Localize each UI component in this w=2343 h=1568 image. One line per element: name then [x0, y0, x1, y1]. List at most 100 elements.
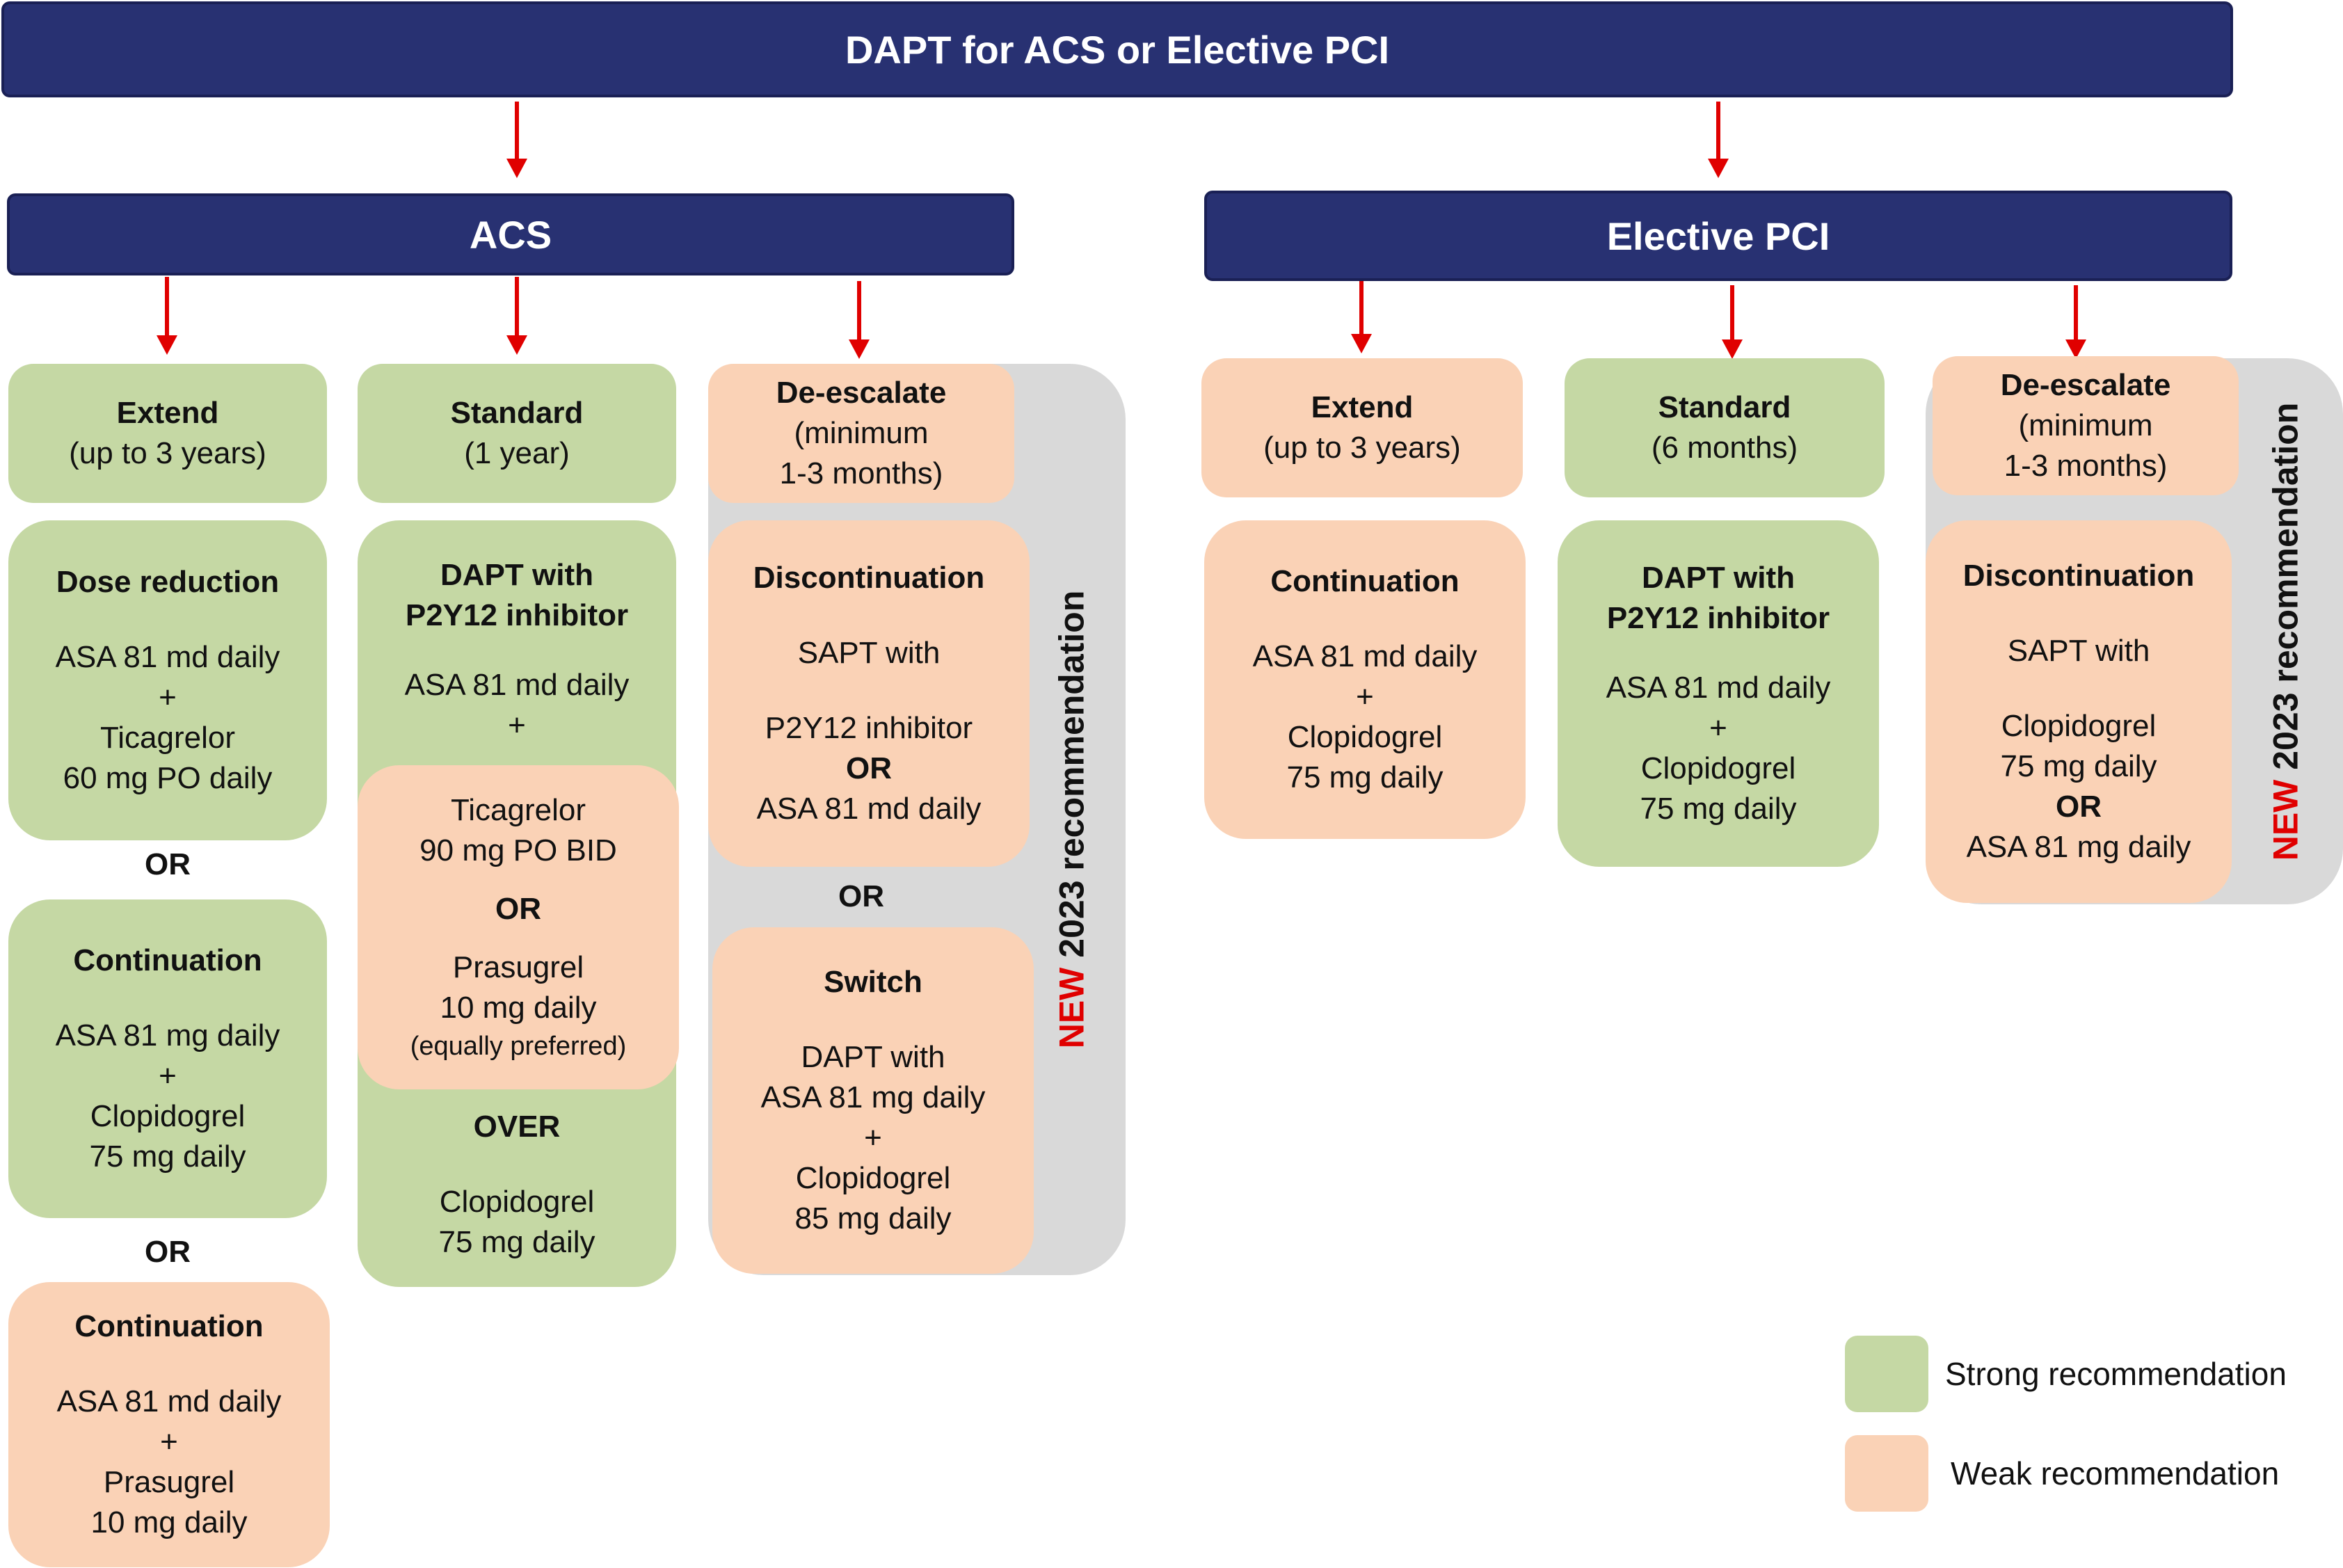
acs-continuation2-heading: Continuation [74, 1309, 264, 1343]
acs-discontinuation-line1: SAPT with [797, 636, 941, 670]
pci-continuation-box: Continuation ASA 81 md daily + Clopidogr… [1204, 520, 1526, 839]
acs-continuation-clopidogrel-box: Continuation ASA 81 mg daily + Clopidogr… [8, 899, 327, 1218]
pci-deescalate-heading: De-escalate [2000, 368, 2171, 402]
acs-extend-box: Extend (up to 3 years) [8, 364, 327, 503]
arrow-title-to-pci [1708, 102, 1729, 178]
arrow-pci-to-extend [1351, 281, 1372, 353]
acs-continuation1-heading: Continuation [73, 943, 262, 977]
pci-continuation-plus: + [1356, 680, 1374, 714]
pci-continuation-line3: 75 mg daily [1286, 760, 1444, 794]
pci-extend-sub: (up to 3 years) [1263, 431, 1461, 465]
acs-rec-label: 2023 recommendation [1052, 590, 1091, 958]
main-title: DAPT for ACS or Elective PCI [1, 1, 2233, 97]
acs-extend-or-2: OR [145, 1235, 191, 1269]
pci-dapt-p2y12-box: DAPT with P2Y12 inhibitor ASA 81 md dail… [1558, 520, 1879, 867]
pci-standard-box: Standard (6 months) [1565, 358, 1885, 497]
acs-dose-reduction-line2: Ticagrelor [100, 721, 235, 755]
acs-inner-line4: 10 mg daily [440, 991, 597, 1025]
acs-inner-line3: Prasugrel [452, 950, 584, 984]
pci-rec-label: 2023 recommendation [2266, 402, 2305, 770]
pci-continuation-line1: ASA 81 md daily [1252, 639, 1478, 673]
acs-dapt-clop2: 75 mg daily [438, 1225, 595, 1259]
pci-discontinuation-line2: Clopidogrel [2001, 709, 2157, 743]
pci-extend-heading: Extend [1311, 390, 1414, 424]
acs-switch-line4: 85 mg daily [794, 1201, 952, 1235]
pci-deescalate-sub2: 1-3 months) [2004, 449, 2168, 483]
acs-dose-reduction-heading: Dose reduction [56, 565, 280, 599]
acs-continuation2-line3: 10 mg daily [90, 1505, 248, 1539]
acs-standard-sub: (1 year) [464, 436, 570, 470]
acs-deescalate-sub2: 1-3 months) [779, 456, 943, 490]
acs-discontinuation-heading: Discontinuation [753, 561, 985, 595]
pci-discontinuation-box: Discontinuation SAPT with Clopidogrel 75… [1926, 520, 2232, 903]
acs-deescalate-or: OR [838, 879, 884, 913]
pci-new-label: NEW [2266, 779, 2305, 861]
acs-header: ACS [7, 193, 1014, 275]
pci-dapt-line2: Clopidogrel [1640, 751, 1796, 785]
pci-dapt-line1: ASA 81 md daily [1606, 671, 1831, 705]
acs-deescalate-heading: De-escalate [776, 376, 947, 410]
pci-continuation-line2: Clopidogrel [1287, 720, 1443, 754]
acs-continuation2-plus: + [160, 1425, 178, 1459]
acs-switch-heading: Switch [824, 965, 922, 999]
acs-switch-line2: ASA 81 mg daily [760, 1080, 986, 1114]
acs-deescalate-box: De-escalate (minimum 1-3 months) [708, 364, 1014, 503]
pci-dapt-line3: 75 mg daily [1640, 792, 1797, 826]
acs-extend-sub: (up to 3 years) [69, 436, 266, 470]
acs-inner-or: OR [495, 892, 541, 926]
arrow-pci-to-deescalate [2065, 285, 2086, 359]
acs-continuation1-line1: ASA 81 mg daily [55, 1018, 280, 1053]
pci-standard-heading: Standard [1658, 390, 1791, 424]
acs-inner-note: (equally preferred) [410, 1032, 627, 1061]
pci-dapt-plus: + [1709, 711, 1727, 745]
acs-deescalate-sub1: (minimum [794, 416, 929, 450]
acs-dapt-bottom-text: OVER Clopidogrel 75 mg daily [358, 1107, 676, 1263]
arrow-acs-to-standard [506, 277, 527, 355]
pci-extend-box: Extend (up to 3 years) [1201, 358, 1523, 497]
acs-continuation1-line2: Clopidogrel [90, 1099, 246, 1133]
acs-dapt-clop1: Clopidogrel [439, 1185, 595, 1219]
acs-dose-reduction-plus: + [159, 680, 177, 714]
pci-deescalate-sub1: (minimum [2018, 408, 2153, 442]
acs-discontinuation-line2: P2Y12 inhibitor [765, 711, 973, 745]
pci-discontinuation-line4: ASA 81 mg daily [1966, 830, 2191, 864]
acs-standard-box: Standard (1 year) [358, 364, 676, 503]
pci-discontinuation-or: OR [2056, 790, 2102, 824]
legend-strong-swatch [1845, 1336, 1928, 1412]
pci-discontinuation-line1: SAPT with [2007, 634, 2150, 668]
acs-switch-line3: Clopidogrel [795, 1161, 951, 1195]
acs-dapt-plus: + [508, 708, 526, 742]
pci-continuation-heading: Continuation [1270, 564, 1460, 598]
acs-continuation2-line2: Prasugrel [103, 1465, 235, 1499]
pci-header: Elective PCI [1204, 191, 2232, 281]
acs-inner-line1: Ticagrelor [451, 793, 586, 827]
acs-new-2023-recommendation-label: NEW 2023 recommendation [1037, 364, 1106, 1275]
arrow-acs-to-deescalate [849, 281, 870, 359]
pci-deescalate-box: De-escalate (minimum 1-3 months) [1933, 356, 2239, 495]
legend-weak-label: Weak recommendation [1951, 1455, 2280, 1491]
acs-inner-line2: 90 mg PO BID [419, 833, 617, 867]
acs-dapt-top-text: DAPT with P2Y12 inhibitor ASA 81 md dail… [358, 555, 676, 746]
acs-extend-or-1: OR [145, 847, 191, 881]
acs-new-label: NEW [1052, 967, 1091, 1049]
pci-discontinuation-heading: Discontinuation [1962, 559, 2195, 593]
arrow-title-to-acs [506, 102, 527, 178]
pci-dapt-heading1: DAPT with [1642, 561, 1795, 595]
acs-dose-reduction-box: Dose reduction ASA 81 md daily + Ticagre… [8, 520, 327, 840]
acs-standard-heading: Standard [450, 396, 584, 430]
acs-switch-plus: + [864, 1121, 882, 1155]
pci-standard-sub: (6 months) [1651, 431, 1798, 465]
acs-continuation1-line3: 75 mg daily [89, 1139, 246, 1174]
arrow-acs-to-extend [157, 277, 177, 355]
legend-weak-swatch [1845, 1435, 1928, 1512]
acs-discontinuation-box: Discontinuation SAPT with P2Y12 inhibito… [708, 520, 1030, 867]
arrow-pci-to-standard [1722, 285, 1743, 359]
acs-discontinuation-line3: ASA 81 md daily [756, 792, 982, 826]
pci-new-2023-recommendation-label: NEW 2023 recommendation [2247, 358, 2324, 904]
acs-continuation-prasugrel-box: Continuation ASA 81 md daily + Prasugrel… [8, 1282, 330, 1567]
acs-dose-reduction-line1: ASA 81 md daily [55, 640, 280, 674]
pci-discontinuation-line3: 75 mg daily [2000, 749, 2157, 783]
acs-extend-heading: Extend [116, 396, 219, 430]
